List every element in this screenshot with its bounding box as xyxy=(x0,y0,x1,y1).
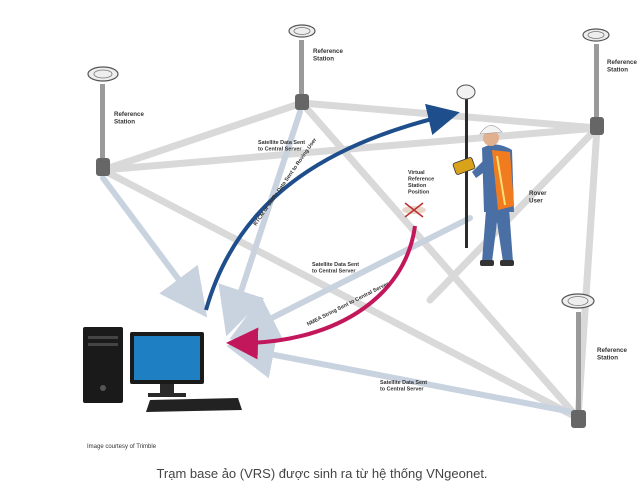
gnss-antenna-icon xyxy=(87,66,119,82)
computer-server-icon xyxy=(83,327,242,412)
nmea-arrow xyxy=(226,225,417,360)
virtual-station-x-icon xyxy=(402,202,426,218)
rover-surveyor-icon xyxy=(452,84,514,266)
data-beams xyxy=(100,109,575,415)
reference-station-3 xyxy=(582,28,610,135)
reference-station-2 xyxy=(288,24,316,110)
gnss-antenna-icon xyxy=(288,24,316,38)
nmea-label: NMEA String Sent to Central Server xyxy=(306,281,390,328)
gnss-antenna-icon xyxy=(582,28,610,42)
gnss-antenna-icon xyxy=(561,293,595,309)
reference-station-4 xyxy=(561,293,595,428)
figure-caption: Trạm base ảo (VRS) được sinh ra từ hệ th… xyxy=(156,466,488,481)
image-credit: Image courtesy of Trimble xyxy=(87,444,157,450)
rtcm-arrow xyxy=(204,103,460,311)
reference-station-1 xyxy=(87,66,119,176)
